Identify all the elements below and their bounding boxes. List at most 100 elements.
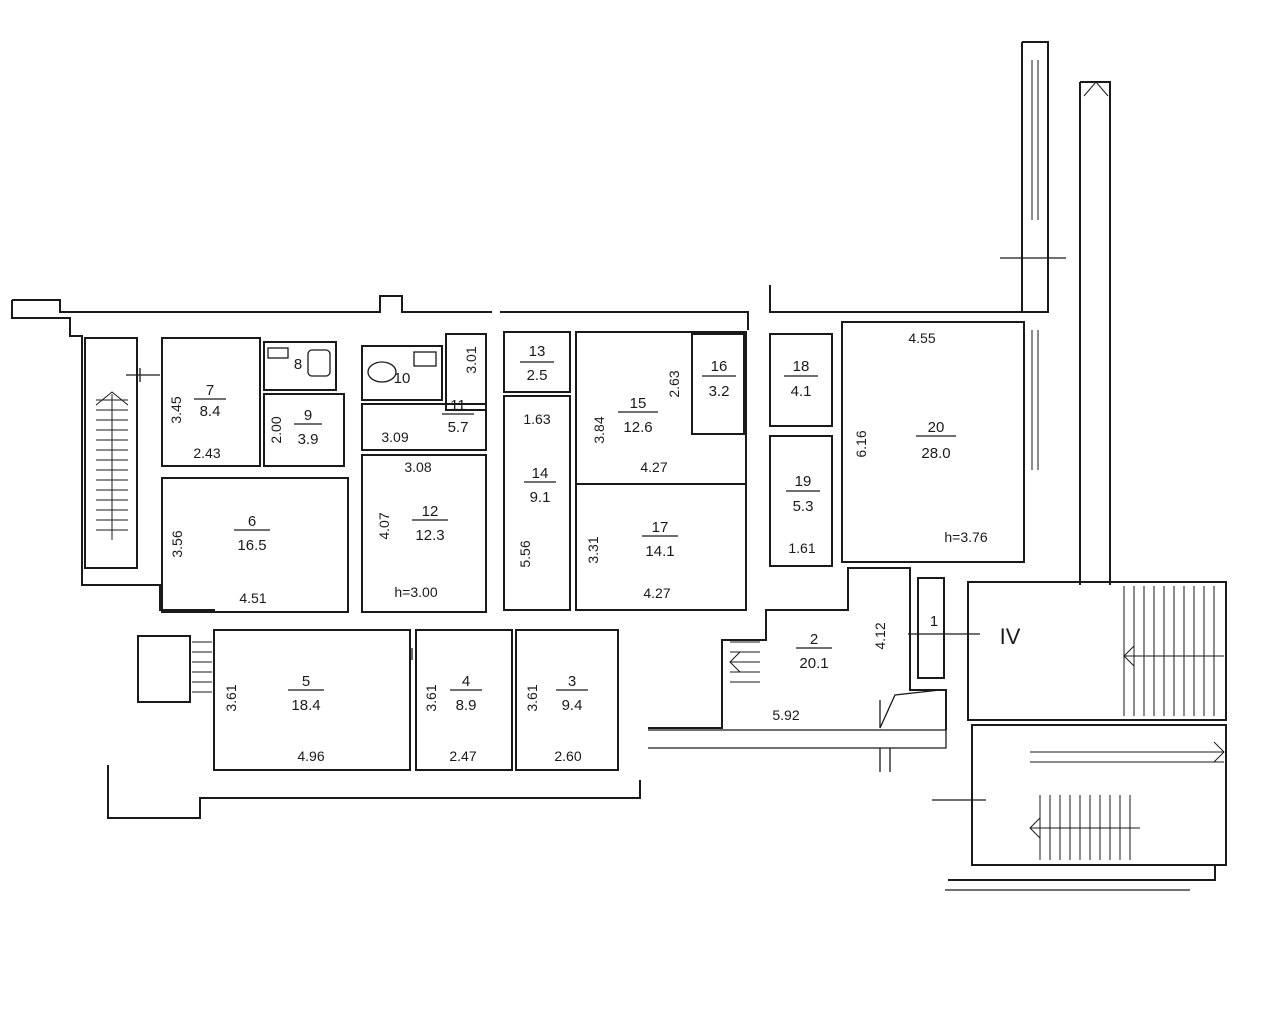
room-area: 16.5	[237, 537, 266, 554]
room-area: 9.1	[530, 489, 551, 506]
room-area: 18.4	[291, 697, 320, 714]
dimension-label: 4.51	[239, 590, 266, 606]
room-number: 15	[630, 395, 647, 412]
stair-treads-left	[95, 391, 129, 540]
dimension-label: 3.61	[423, 684, 439, 711]
exterior-walls	[11, 41, 1216, 891]
room-11-column	[445, 333, 487, 411]
room-outlines	[84, 321, 1227, 866]
room-7-outline	[161, 337, 261, 467]
ceiling-height-label: h=3.00	[394, 584, 437, 600]
dimension-label: 1.61	[788, 540, 815, 556]
room-area: 5.7	[448, 419, 469, 436]
room-number: 17	[652, 519, 669, 536]
room-area: 8.4	[200, 403, 221, 420]
vertical-shaft-arrow	[1031, 60, 1109, 470]
room-number: 2	[810, 631, 818, 648]
room-1-outline	[917, 577, 945, 679]
staircase-left	[84, 337, 138, 569]
dimension-label: 2.47	[449, 748, 476, 764]
dimension-label: 6.16	[853, 430, 869, 457]
room-number: 9	[304, 407, 312, 424]
dimension-label: 3.56	[169, 530, 185, 557]
room-area: 9.4	[562, 697, 583, 714]
room-5-outline	[213, 629, 411, 771]
dimension-label: 5.56	[517, 540, 533, 567]
room-area: 28.0	[921, 445, 950, 462]
room-number: 12	[422, 503, 439, 520]
room-18-outline	[769, 333, 833, 427]
stair-treads-lower	[1029, 741, 1225, 860]
toilet-icon	[307, 349, 331, 377]
dimension-label: 2.00	[268, 416, 284, 443]
section-label: IV	[1000, 624, 1021, 649]
dimension-label: 4.07	[376, 512, 392, 539]
dimension-label: 2.63	[666, 370, 682, 397]
room-13-outline	[503, 331, 571, 393]
section-iv-outline	[967, 581, 1227, 721]
room-number: 11	[450, 397, 466, 414]
dimension-labels: 3.45 2.43 2.00 3.09 3.01 3.08 1.63 3.84 …	[168, 330, 988, 764]
room-12-outline	[361, 454, 487, 613]
room-19-outline	[769, 435, 833, 567]
room-number: 3	[568, 673, 576, 690]
dimension-label: 3.61	[524, 684, 540, 711]
room-number: 6	[248, 513, 256, 530]
room-4-outline	[415, 629, 513, 771]
small-stair-left	[137, 635, 191, 703]
room-10-outline	[361, 345, 443, 401]
room-17-outline	[575, 483, 747, 611]
room-area: 12.3	[415, 527, 444, 544]
room-area: 14.1	[645, 543, 674, 560]
dimension-label: 3.08	[404, 459, 431, 475]
room-area: 12.6	[623, 419, 652, 436]
room-number: 20	[928, 419, 945, 436]
room-area: 3.9	[298, 431, 319, 448]
dimension-label: 3.84	[591, 416, 607, 443]
sink-icon	[413, 351, 437, 367]
room-number: 5	[302, 673, 310, 690]
dimension-label: 5.92	[772, 707, 799, 723]
room-16-outline	[691, 333, 745, 435]
stair-treads-small	[192, 641, 760, 693]
room-area: 20.1	[799, 655, 828, 672]
room-area: 5.3	[793, 498, 814, 515]
dimension-label: 4.27	[643, 585, 670, 601]
room-number: 16	[711, 358, 728, 375]
stairs	[95, 60, 1225, 860]
room-11-outline	[361, 403, 487, 451]
dimension-label: 4.55	[908, 330, 935, 346]
room-area: 2.5	[527, 367, 548, 384]
room-9-outline	[263, 393, 345, 467]
room-8-outline	[263, 341, 337, 391]
room-number: 14	[532, 465, 549, 482]
room-2-outline	[648, 567, 947, 730]
toilet-icon	[367, 361, 397, 383]
room-number: 8	[294, 356, 302, 373]
room-number: 7	[206, 382, 214, 399]
dimension-label: 3.09	[381, 429, 408, 445]
room-area: 4.1	[791, 383, 812, 400]
stair-treads-section-iv	[1123, 586, 1224, 716]
sanitary-fixtures	[267, 347, 437, 383]
dimension-label: 3.61	[223, 684, 239, 711]
room-labels: 7 8.4 8 9 3.9 10 11 5.7 6 16.5 12 12.3 1…	[194, 343, 1021, 714]
dimension-label: 4.96	[297, 748, 324, 764]
dimension-label: 2.60	[554, 748, 581, 764]
dimension-label: 4.12	[872, 622, 888, 649]
room-number: 19	[795, 473, 812, 490]
dimension-label: 3.31	[585, 536, 601, 563]
room-20-outline	[841, 321, 1025, 563]
room-6-outline	[161, 477, 349, 613]
door-openings	[126, 257, 1066, 801]
dimension-label: 3.01	[463, 346, 479, 373]
dimension-label: 1.63	[523, 411, 550, 427]
room-number: 1	[930, 613, 938, 630]
room-3-outline	[515, 629, 619, 771]
room-area: 3.2	[709, 383, 730, 400]
room-number: 4	[462, 673, 470, 690]
sink-icon	[267, 347, 289, 359]
lower-stair-block	[971, 724, 1227, 866]
dimension-label: 3.45	[168, 396, 184, 423]
